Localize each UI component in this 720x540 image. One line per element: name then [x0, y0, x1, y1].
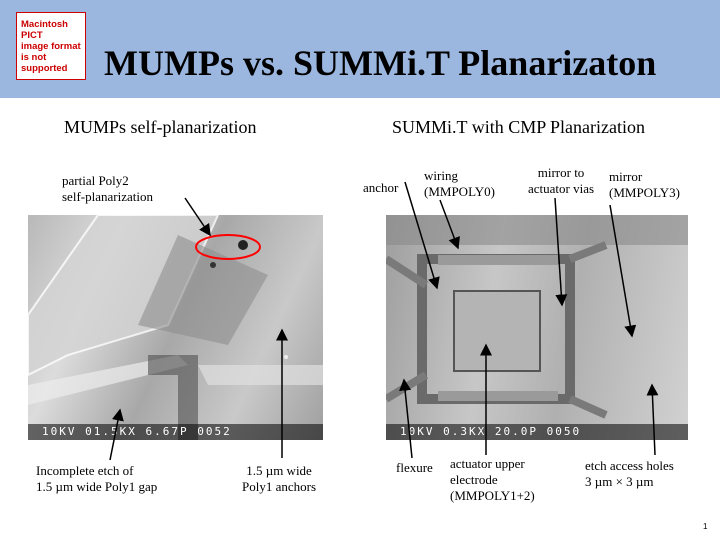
- callout-wiring: wiring (MMPOLY0): [424, 168, 495, 200]
- callout-poly1-anchors: 1.5 µm wide Poly1 anchors: [242, 463, 316, 495]
- callout-line: mirror: [609, 169, 643, 184]
- callout-mirror-vias: mirror to actuator vias: [528, 165, 594, 197]
- callout-line: Poly1 anchors: [242, 479, 317, 494]
- callout-etch-holes: etch access holes 3 µm × 3 µm: [585, 458, 674, 490]
- callout-line: (MMPOLY3): [609, 185, 680, 200]
- sem-footer-right: 10KV 0.3KX 20.0P 0050: [386, 424, 688, 440]
- sem-structure-drawing: [386, 215, 688, 419]
- callout-line: Incomplete etch of: [36, 463, 134, 478]
- callout-line: 3 µm × 3 µm: [585, 474, 654, 489]
- sem-image-mumps: 10KV 01.5KX 6.67P 0052: [28, 215, 323, 440]
- sem-footer-left: 10KV 01.5KX 6.67P 0052: [28, 424, 323, 440]
- pict-notice-line: Macintosh PICT: [21, 19, 68, 41]
- callout-anchor: anchor: [363, 180, 399, 195]
- sem-image-summit: 10KV 0.3KX 20.0P 0050: [386, 215, 688, 440]
- right-heading: SUMMi.T with CMP Planarization: [392, 117, 646, 137]
- callout-line: actuator upper: [450, 456, 525, 471]
- callout-partial-poly2: partial Poly2 self-planarization: [62, 173, 153, 205]
- callout-line: partial Poly2: [62, 173, 129, 188]
- callout-line: self-planarization: [62, 189, 153, 204]
- callout-mirror: mirror (MMPOLY3): [609, 169, 680, 201]
- callout-incomplete-etch: Incomplete etch of 1.5 µm wide Poly1 gap: [36, 463, 157, 495]
- callout-line: mirror to: [537, 165, 585, 180]
- page-number: 1: [703, 522, 708, 531]
- callout-actuator-electrode: actuator upper electrode (MMPOLY1+2): [450, 456, 535, 504]
- callout-line: 1.5 µm wide Poly1 gap: [36, 479, 158, 494]
- callout-line: etch access holes: [585, 458, 674, 473]
- callout-line: (MMPOLY1+2): [450, 488, 535, 503]
- slide-title: MUMPs vs. SUMMi.T Planarizaton: [104, 43, 657, 83]
- pict-notice-line: is not supported: [21, 52, 68, 74]
- pict-notice-line: image format: [21, 41, 81, 52]
- callout-line: wiring: [424, 168, 458, 183]
- callout-line: electrode: [450, 472, 498, 487]
- callout-flexure: flexure: [396, 460, 433, 475]
- callout-line: (MMPOLY0): [424, 184, 495, 199]
- callout-line: actuator vias: [528, 181, 595, 196]
- callout-line: 1.5 µm wide: [246, 463, 312, 478]
- left-heading: MUMPs self-planarization: [64, 117, 257, 137]
- sem-structure-drawing: [28, 215, 323, 440]
- title-banner: [0, 0, 720, 98]
- pict-placeholder: Macintosh PICT image format is not suppo…: [16, 12, 86, 80]
